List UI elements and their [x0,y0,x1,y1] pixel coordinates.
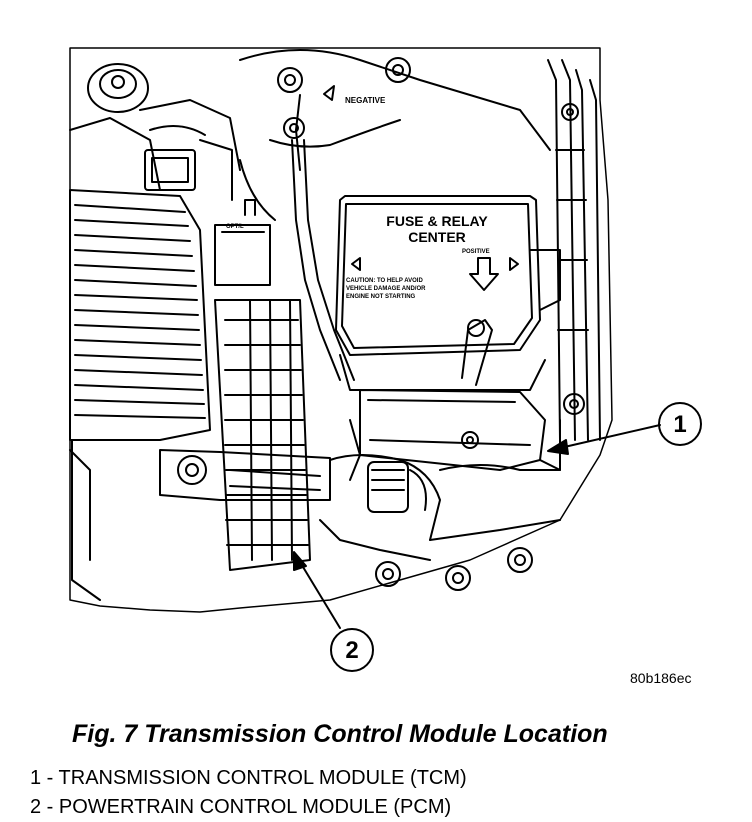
legend-item-tcm: 1 - TRANSMISSION CONTROL MODULE (TCM) [30,767,467,789]
engine-top-left-components [69,63,241,201]
fuse-title-line-2: CENTER [408,229,466,245]
battery-negative-terminal [239,49,551,171]
caution-line-2: VEHICLE DAMAGE AND/OR [346,286,426,292]
figure-reference-code: 80b186ec [630,670,692,686]
pcm-connector-module [214,199,311,571]
legend-item-pcm: 2 - POWERTRAIN CONTROL MODULE (PCM) [30,796,452,818]
connector-tag: OPT/L [226,224,244,230]
callout-2-leader [293,551,341,629]
caution-line-3: ENGINE NOT STARTING [346,294,416,300]
callout-1-circle [658,402,702,446]
fuse-title-line-1: FUSE & RELAY [386,213,488,229]
battery-cable [239,139,355,381]
pcm-housing [69,189,211,601]
callout-2-number: 2 [345,637,358,664]
callout-1-leader [547,424,661,455]
illustration-outline [69,47,613,613]
lower-transmission-area [319,454,561,591]
pcm-mounting-bracket [159,449,331,501]
negative-label: NEGATIVE [345,96,386,105]
callout-2-circle [330,628,374,672]
figure-caption: Fig. 7 Transmission Control Module Locat… [72,720,608,748]
engine-compartment-illustration: NEGATIVE FUSE & RELAY CENTER POSITIVE CA… [69,47,702,672]
positive-label: POSITIVE [462,249,490,255]
right-fender-rail [547,59,601,441]
caution-line-1: CAUTION: TO HELP AVOID [346,278,423,284]
callout-1-number: 1 [673,411,686,438]
legend-list: 1 - TRANSMISSION CONTROL MODULE (TCM) 2 … [30,764,467,822]
